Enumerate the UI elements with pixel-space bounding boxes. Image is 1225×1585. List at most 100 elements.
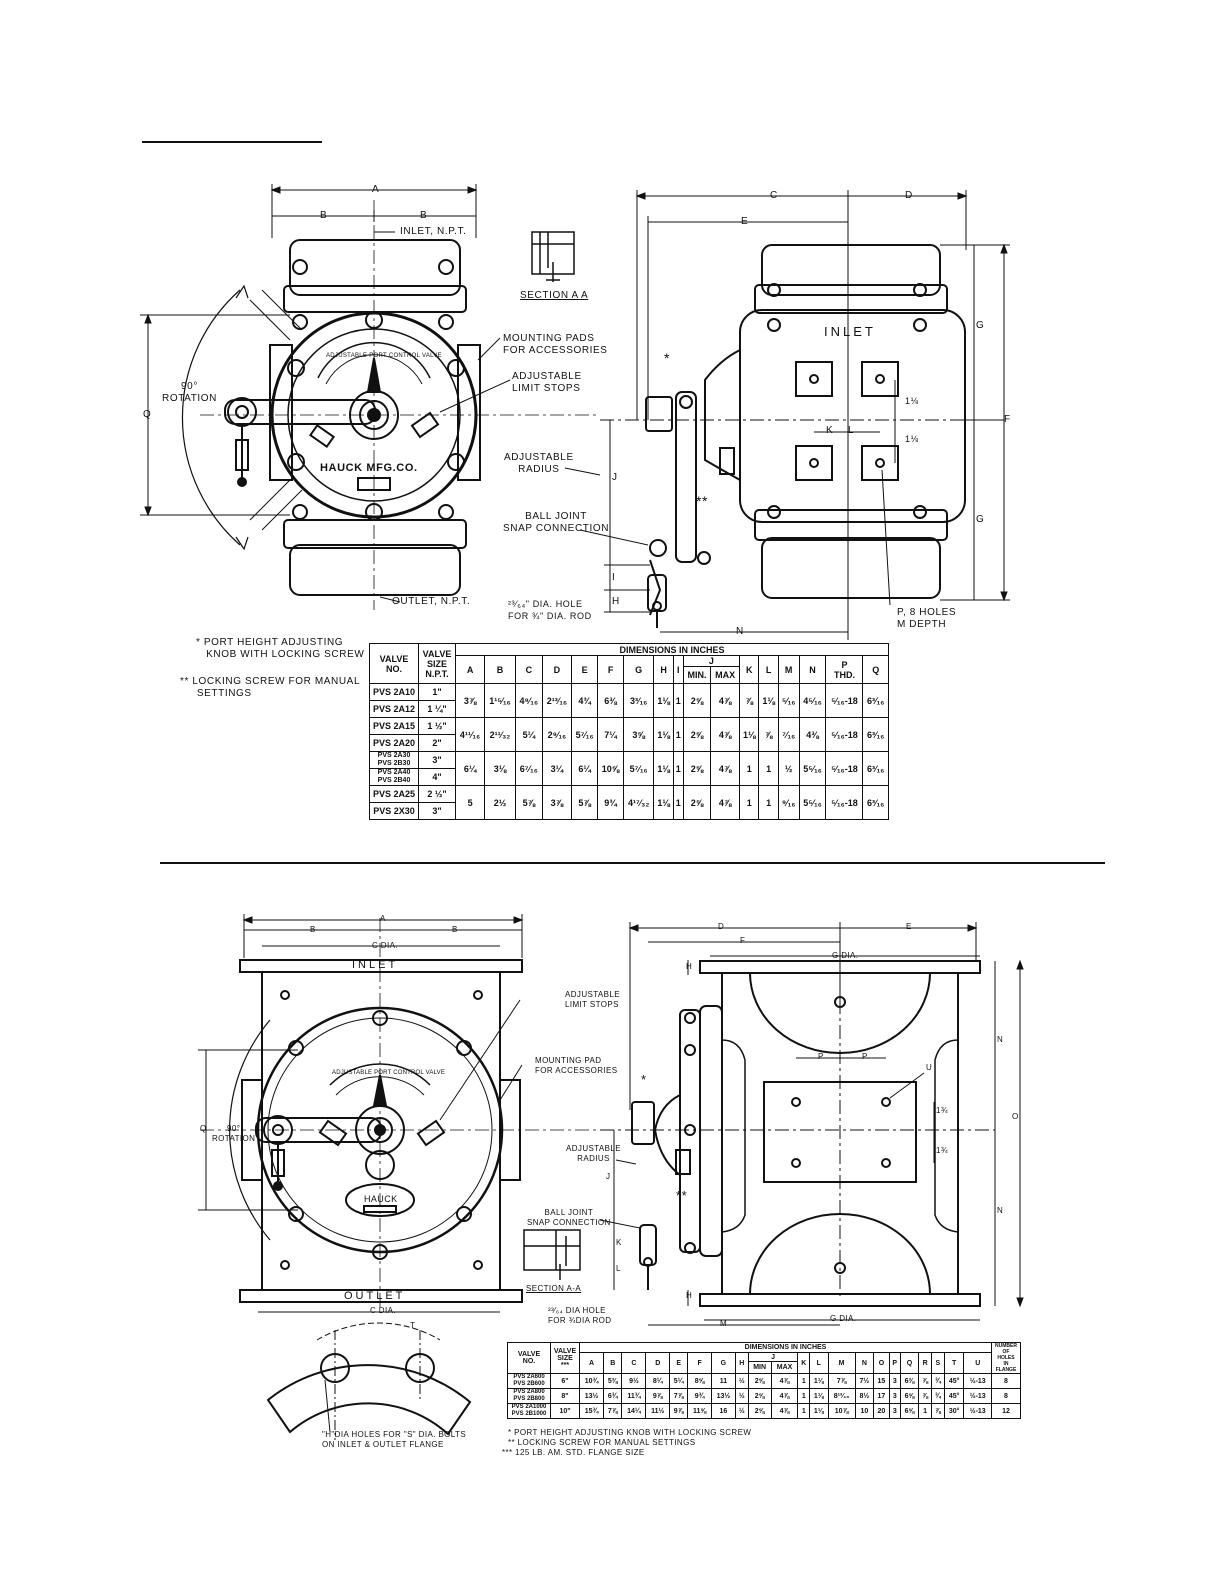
bottom-note-1: * PORT HEIGHT ADJUSTING KNOB WITH LOCKIN… (508, 1428, 752, 1437)
bottom-dim-f: F (740, 936, 746, 945)
cell: ⅞ (918, 1388, 932, 1404)
bottom-th-j-max: MAX (770, 1361, 799, 1374)
valve-line: PVS 2A40 (377, 769, 411, 776)
bottom-dim-1-3-4-upper: 1¾ (936, 1106, 948, 1115)
bottom-th-holes: NUMBER OF HOLES IN FLANGE (991, 1342, 1021, 1374)
top-th-col: B (484, 655, 516, 684)
top-label-outlet-npt: OUTLET, N.P.T. (392, 596, 471, 607)
top-double-star: ** (696, 493, 709, 509)
bottom-dim-c-bottom: C DIA. (370, 1306, 396, 1315)
cell: 3 (888, 1403, 901, 1419)
bottom-dim-h-bottom: H (686, 1291, 693, 1300)
cell: 1 (797, 1373, 811, 1389)
top-dial-text: ADJUSTABLE PORT CONTROL VALVE (326, 353, 442, 359)
bottom-dim-o: O (1012, 1112, 1019, 1121)
bottom-th-col: T (943, 1352, 965, 1374)
bottom-th-col: M (827, 1352, 856, 1374)
top-single-star: * (664, 350, 671, 366)
cell: 13½ (578, 1388, 605, 1404)
top-dim-b-left: B (320, 210, 328, 221)
bottom-dim-q: Q (200, 1124, 207, 1133)
bottom-th-col: K (797, 1352, 811, 1374)
bottom-label-adjustable-radius: ADJUSTABLE RADIUS (566, 1144, 621, 1163)
bottom-dim-p-left: P (818, 1052, 824, 1061)
bottom-note-3: *** 125 LB. AM. STD. FLANGE SIZE (502, 1448, 645, 1457)
bottom-th-col: S (931, 1352, 945, 1374)
valve-line: PVS 2B1000 (511, 1411, 547, 1417)
cell: 5⅞ (570, 785, 599, 820)
cell: 15 (873, 1373, 890, 1389)
top-brand-text: HAUCK MFG.CO. (320, 462, 418, 474)
bottom-th-col: D (645, 1352, 670, 1374)
bottom-th-col: Q (899, 1352, 920, 1374)
top-label-section: SECTION A A (520, 290, 589, 301)
bottom-th-col: C (621, 1352, 647, 1374)
bottom-dim-j: J (606, 1172, 611, 1181)
top-dim-b-right: B (420, 210, 428, 221)
bottom-dim-h-top: H (686, 962, 693, 971)
bottom-front-inlet-flange (239, 959, 523, 973)
bottom-dim-g-bottom: G DIA. (830, 1314, 857, 1323)
cell: 11⅝ (687, 1403, 712, 1419)
cell: 10⅞ (827, 1403, 856, 1419)
cell: 10⅝ (597, 751, 624, 786)
cell-holes: 12 (991, 1403, 1021, 1419)
cell: 6¾ (603, 1388, 623, 1404)
cell: 1 (672, 785, 684, 820)
top-dim-j: J (612, 472, 618, 483)
top-th-col: G (622, 655, 655, 684)
bottom-dim-e: E (906, 922, 912, 931)
top-th-col: D (541, 655, 572, 684)
cell: ½ (734, 1403, 749, 1419)
cell: 5¼ (668, 1373, 689, 1389)
table-row: PVS 2A12 1 ¼" (369, 700, 889, 718)
cell: 8⅝ (687, 1373, 712, 1389)
cell: 11¾ (621, 1388, 647, 1404)
valve-line: PVS 2B30 (377, 760, 411, 767)
top-label-hole: ²³⁄₆₄" DIA. HOLE FOR ¾" DIA. ROD (508, 599, 592, 621)
cell: 1⅛ (809, 1373, 829, 1389)
cell: ¾ (931, 1388, 945, 1404)
top-side-inlet-body (761, 244, 941, 296)
top-note-2: ** LOCKING SCREW FOR MANUAL SETTINGS (180, 676, 361, 699)
bottom-front-outlet-flange (239, 1289, 523, 1303)
cell: ⅞ (758, 717, 779, 752)
top-dim-1-8-upper: 1⅛ (905, 396, 919, 406)
bottom-dimension-table: VALVE NO. VALVE SIZE *** DIMENSIONS IN I… (507, 1342, 1021, 1419)
cell: 45° (943, 1388, 965, 1404)
valve-line: PVS 2A800 (513, 1389, 545, 1395)
bottom-label-limit-stops: ADJUSTABLE LIMIT STOPS (565, 990, 620, 1009)
cell: ½-13 (963, 1373, 992, 1389)
top-dim-g-upper: G (976, 320, 985, 331)
top-front-lever-arm (224, 399, 376, 425)
top-valve-size: 1 ¼" (418, 700, 456, 718)
bottom-th-col: P (888, 1352, 901, 1374)
cell-holes: 8 (991, 1388, 1021, 1404)
cell: 1 (797, 1403, 811, 1419)
cell: 2⅝ (747, 1373, 772, 1389)
top-dim-k: K (826, 425, 834, 436)
top-label-p-holes: P, 8 HOLES M DEPTH (897, 607, 957, 630)
top-th-col: H (653, 655, 674, 684)
cell: 6³⁄₁₆ (862, 717, 889, 752)
bottom-section-aa-detail (523, 1229, 581, 1271)
top-label-inlet-npt: INLET, N.P.T. (400, 226, 467, 237)
bottom-dim-p-right: P (862, 1052, 868, 1061)
cell: ½-13 (963, 1388, 992, 1404)
bottom-valve-size: 8" (550, 1388, 580, 1404)
cell: 4⅞ (770, 1403, 799, 1419)
cell: 1 (758, 785, 779, 820)
cell: 9⅞ (668, 1403, 689, 1419)
top-dim-c: C (770, 190, 778, 201)
cell: 2½ (484, 785, 516, 820)
top-valve-size: 3" (418, 802, 456, 820)
bottom-label-ball-joint: BALL JOINT SNAP CONNECTION (527, 1208, 611, 1227)
cell: 1⅛ (809, 1388, 829, 1404)
bottom-dim-g-top: G DIA. (832, 951, 859, 960)
top-label-mounting-pads: MOUNTING PADS FOR ACCESSORIES (503, 333, 608, 356)
top-label-adjustable-radius: ADJUSTABLE RADIUS (504, 452, 574, 475)
